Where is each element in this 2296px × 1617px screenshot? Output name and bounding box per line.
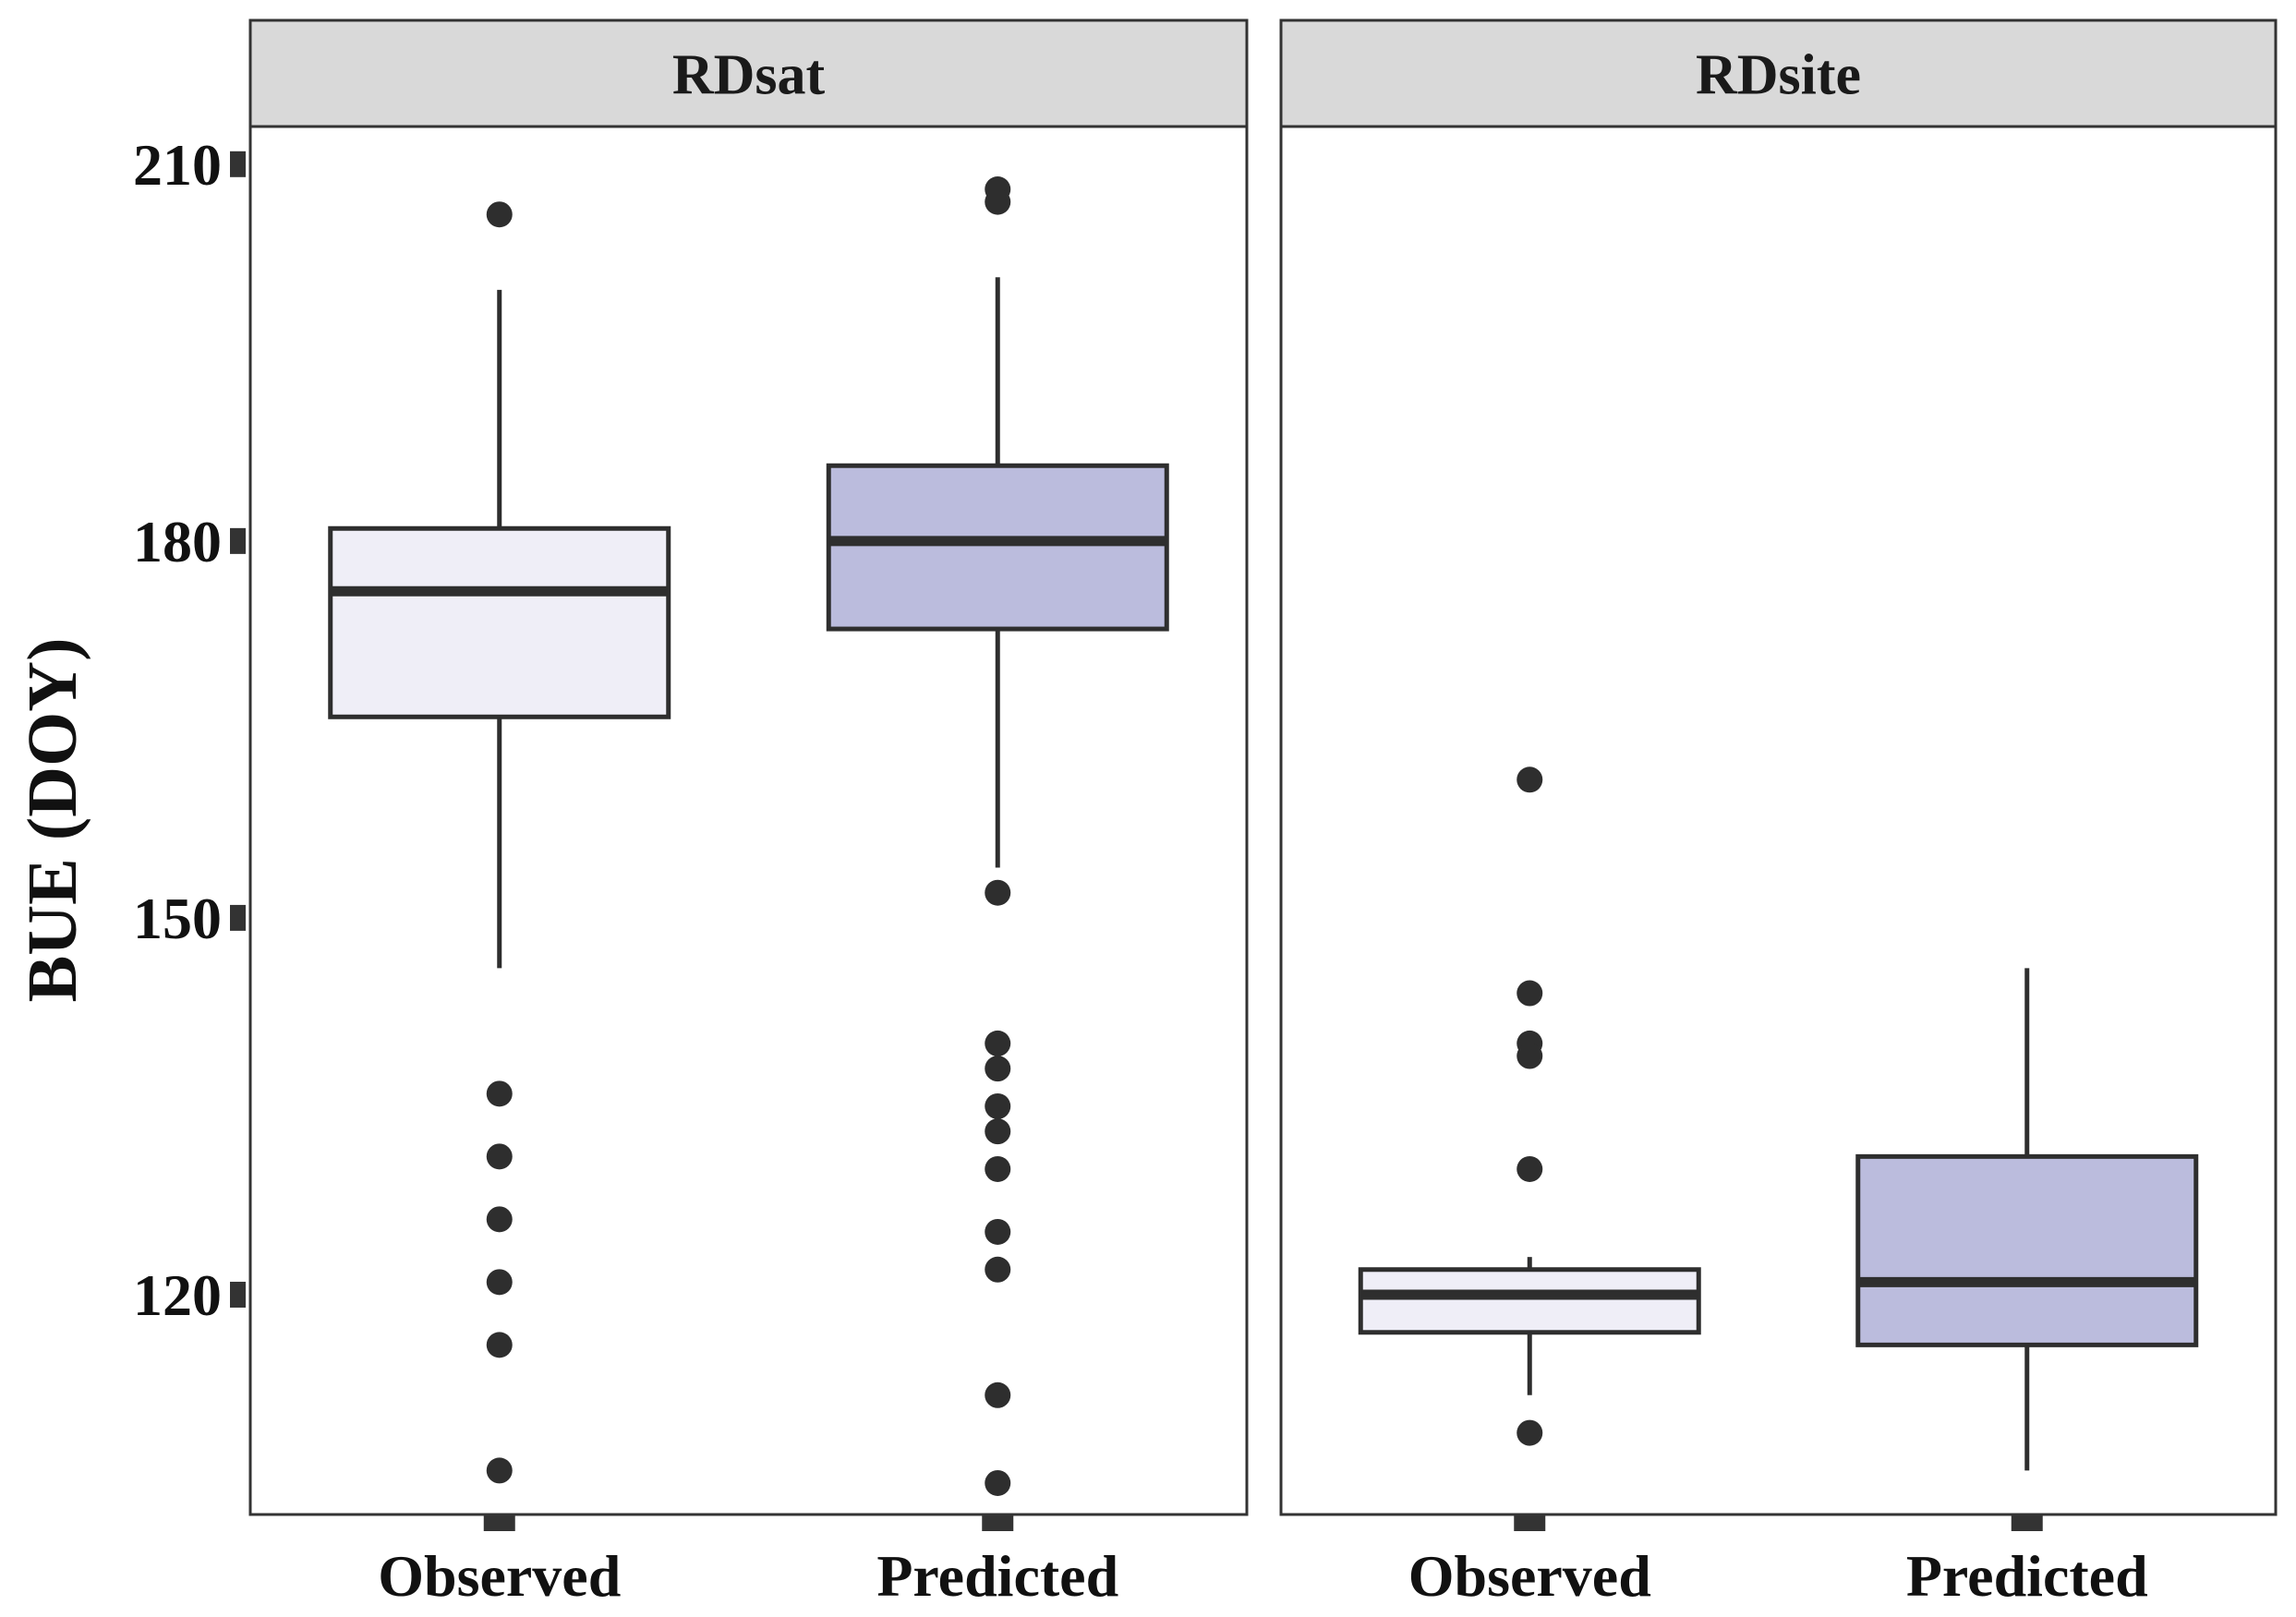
outlier-point (985, 879, 1011, 906)
outlier-point (486, 201, 513, 228)
outlier-point (486, 1080, 513, 1107)
y-tick-label: 150 (133, 886, 222, 951)
facet-strip (248, 18, 1249, 128)
facet-title: RDsite (1696, 44, 1861, 107)
x-tick-mark (2011, 1515, 2043, 1531)
outlier-point (1517, 980, 1543, 1007)
box-observed (328, 201, 671, 1484)
outlier-point (985, 1030, 1011, 1056)
box-iqr (1855, 1153, 2199, 1347)
x-tick-label: Predicted (1906, 1543, 2148, 1609)
facet-strip (1279, 18, 2278, 128)
y-tick-label: 210 (133, 132, 222, 198)
outlier-point (486, 1143, 513, 1170)
x-tick-mark (483, 1515, 515, 1531)
y-tick-mark (230, 904, 246, 931)
x-tick-label: Observed (378, 1543, 621, 1609)
box-iqr (328, 525, 671, 719)
x-tick-mark (1514, 1515, 1546, 1531)
outlier-point (486, 1206, 513, 1233)
outlier-point (985, 1256, 1011, 1283)
x-tick-label: Observed (1408, 1543, 1651, 1609)
y-tick-label: 120 (133, 1262, 222, 1328)
y-tick-mark (230, 151, 246, 177)
outlier-point (486, 1457, 513, 1484)
outlier-point (985, 1469, 1011, 1496)
box-iqr (1358, 1267, 1701, 1335)
y-tick-mark (230, 1281, 246, 1308)
box-predicted (1855, 968, 2199, 1471)
outlier-point (1517, 1043, 1543, 1069)
panel-border (248, 125, 1249, 1516)
facet-title: RDsat (672, 44, 826, 107)
box-observed (1358, 766, 1701, 1446)
box-iqr (826, 463, 1169, 632)
box-predicted (826, 176, 1169, 1496)
outlier-point (985, 188, 1011, 215)
outlier-point (1517, 1419, 1543, 1446)
outlier-point (1517, 766, 1543, 793)
y-tick-label: 180 (133, 509, 222, 574)
outlier-point (985, 1218, 1011, 1245)
y-axis: 120 150 180 210 (133, 132, 246, 1328)
outlier-point (1517, 1155, 1543, 1182)
outlier-point (985, 1056, 1011, 1082)
y-axis-title: BUE (DOY) (14, 638, 91, 1003)
outlier-point (985, 1155, 1011, 1182)
y-tick-mark (230, 527, 246, 554)
x-tick-label: Predicted (876, 1543, 1118, 1609)
outlier-point (486, 1269, 513, 1296)
outlier-point (486, 1332, 513, 1358)
outlier-point (985, 1382, 1011, 1408)
outlier-point (985, 1092, 1011, 1119)
x-tick-mark (982, 1515, 1014, 1531)
outlier-point (985, 1118, 1011, 1145)
